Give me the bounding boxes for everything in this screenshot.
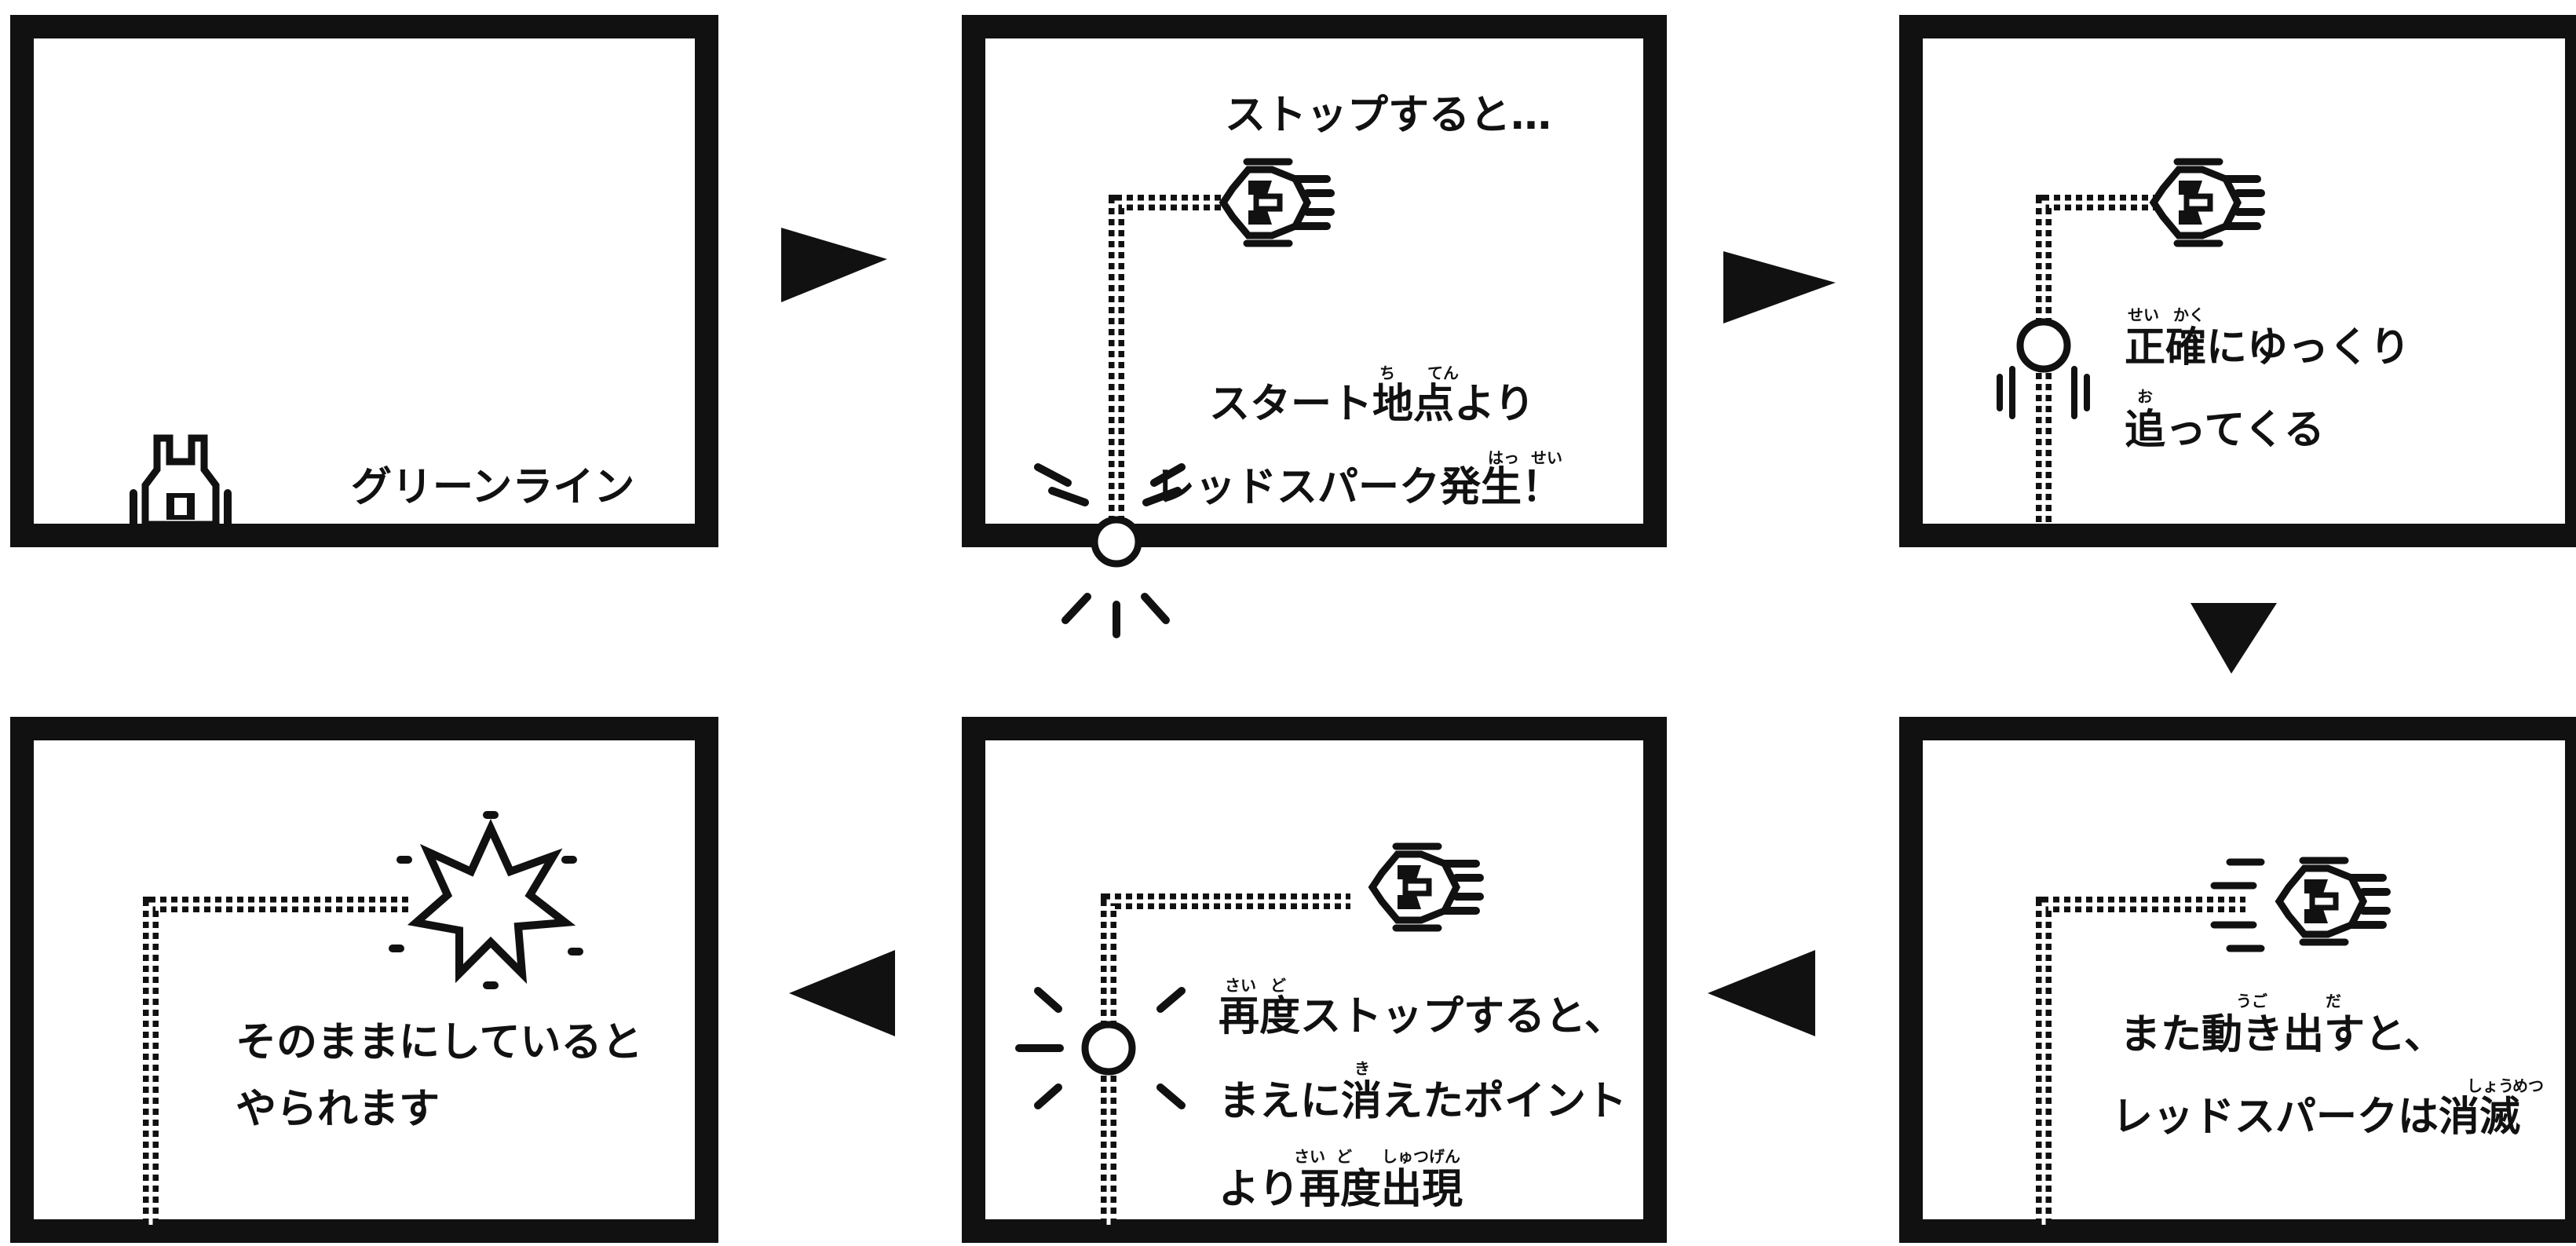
panel-2-caption-3: レッドスパーク発生！: [1154, 464, 1562, 511]
panel-4-content: うご だ また動き出すと、 しょう めつ レッドスパークは消滅: [2036, 858, 2544, 1225]
panel-3-ruby-2: かく: [2173, 305, 2205, 324]
red-spark-icon: [2016, 318, 2071, 373]
panel-3-ruby-1: せい: [2128, 305, 2159, 324]
red-spark-icon: [1091, 516, 1142, 568]
panel-6-content: そのままにしていると やられます: [143, 811, 642, 1225]
panel-4-ruby-3: しょう: [2467, 1076, 2514, 1095]
panel-1-frame: [10, 15, 718, 547]
panel-2-ruby-2: てん: [1427, 364, 1459, 382]
panel-5-ruby-5: ど: [1336, 1147, 1352, 1166]
panel-6-frame: [10, 717, 718, 1243]
panel-5-caption-3: より再度出現: [1219, 1166, 1463, 1213]
panel-6-caption-2: やられます: [236, 1086, 440, 1133]
panel-4-caption-1: また動き出すと、: [2120, 1011, 2445, 1058]
panel-2-frame: [962, 15, 1667, 547]
explosion-icon: [407, 818, 576, 985]
panel-3-frame: [1899, 15, 2576, 547]
panel-4-ruby-4: めつ: [2512, 1076, 2544, 1095]
panel-4-frame: [1899, 717, 2576, 1243]
panel-4-ruby-1: うご: [2236, 992, 2267, 1010]
panel-4-caption-2: レッドスパークは消滅: [2112, 1094, 2520, 1141]
panel-5-caption-2: まえに消えたポイント: [1219, 1078, 1627, 1125]
arrow-down: [2191, 603, 2277, 674]
panel-1-content: グリーンライン: [133, 438, 634, 542]
red-spark-icon: [1081, 1021, 1136, 1076]
panel-6-caption-1: そのままにしていると: [236, 1019, 642, 1066]
speed-lines-icon: [2210, 858, 2265, 952]
panel-2-ruby-1: ち: [1379, 364, 1395, 382]
spark-burst-icon: [1034, 463, 1186, 638]
panel-5-caption-1: 再度ストップすると、: [1219, 993, 1625, 1040]
panel-2-ruby-3: はっ: [1488, 448, 1519, 467]
motion-lines-icon: [1997, 366, 2090, 419]
panel-3-caption-2: 追ってくる: [2125, 407, 2325, 454]
spark-burst-icon: [1015, 987, 1186, 1109]
panel-3-caption-1: 正確にゆっくり: [2125, 324, 2410, 371]
arrow-left-2: [789, 950, 895, 1036]
panel-5-ruby-6: しゅつげん: [1382, 1147, 1460, 1166]
panel-5-ruby-2: ど: [1270, 976, 1286, 995]
panel-2-caption-2: スタート地点より: [1209, 381, 1535, 428]
panel-4-ruby-2: だ: [2326, 992, 2341, 1010]
panel-2-content: ストップすると… ち てん スタート地点より はっ せい レッドスパーク発生！: [1034, 92, 1562, 638]
panel-5-ruby-4: さい: [1294, 1147, 1325, 1166]
panel-5-content: さい ど 再度ストップすると、 き まえに消えたポイント さい ど しゅつげん …: [1015, 846, 1627, 1225]
panel-2-caption-1: ストップすると…: [1225, 92, 1551, 139]
panel-3-ruby-3: お: [2137, 387, 2153, 406]
arrow-right-2: [1723, 251, 1836, 323]
panel-2-ruby-4: せい: [1531, 448, 1562, 467]
panel-5-ruby-1: さい: [1225, 976, 1256, 995]
arrow-right-1: [781, 228, 887, 302]
panel-5-frame: [962, 717, 1667, 1243]
panel-1-caption-1: グリーンライン: [351, 464, 634, 511]
arrow-left-1: [1708, 950, 1815, 1036]
panel-5-ruby-3: き: [1354, 1059, 1370, 1078]
explosion-debris-icon: [389, 811, 583, 989]
panel-3-content: せい かく 正確にゆっくり お 追ってくる: [1997, 162, 2410, 522]
